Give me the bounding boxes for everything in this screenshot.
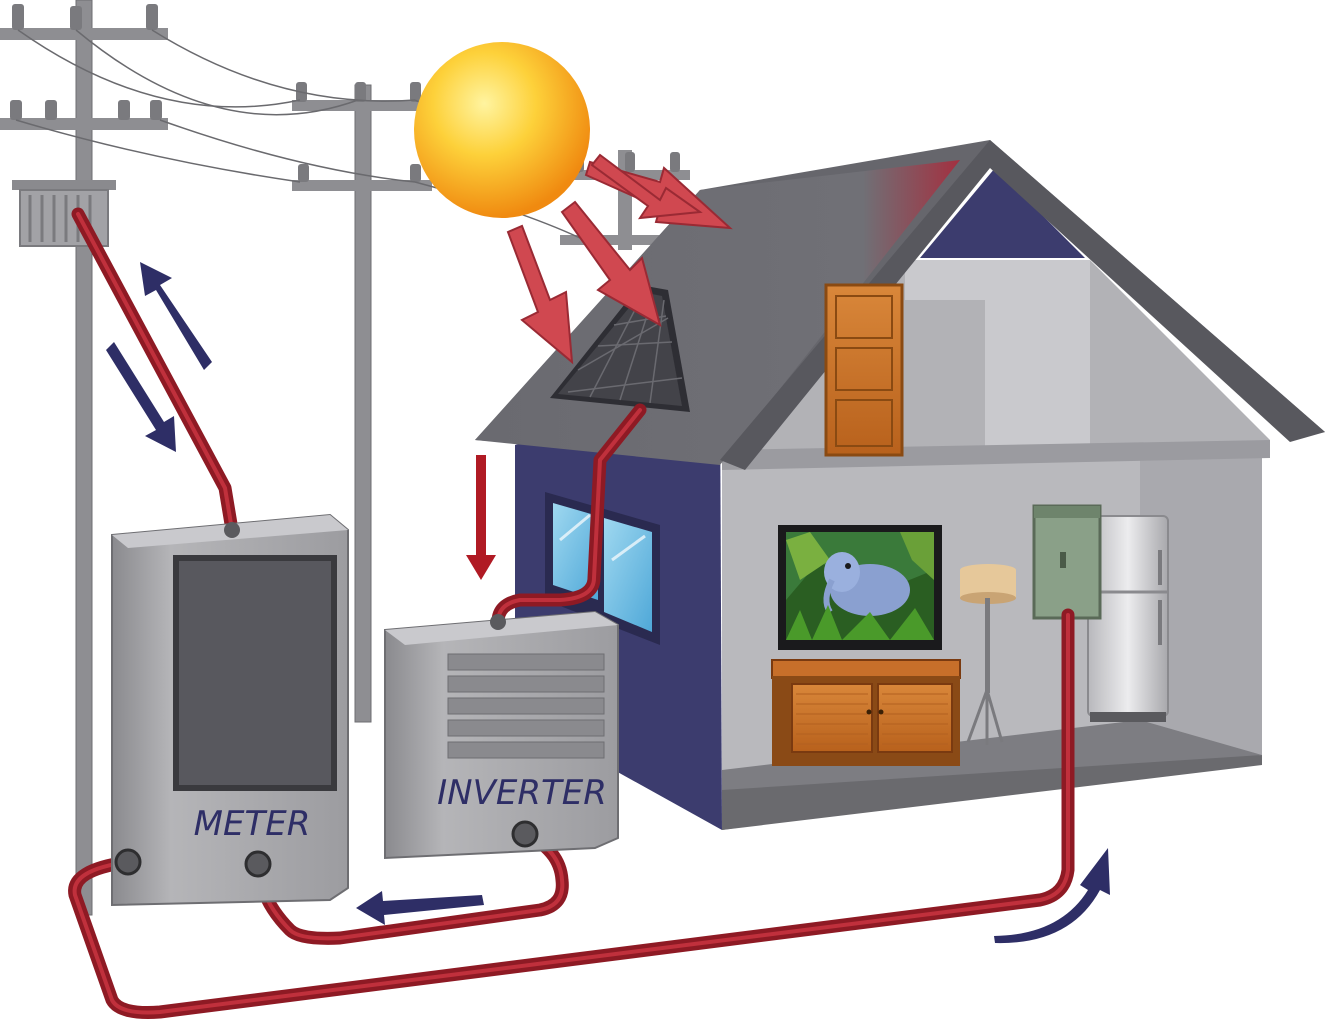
cables bbox=[68, 207, 1075, 1019]
sun-icon bbox=[414, 42, 590, 218]
utility-pole-middle bbox=[292, 82, 432, 723]
fridge-icon bbox=[1087, 515, 1169, 722]
tv-cabinet bbox=[771, 659, 961, 766]
sun-rays bbox=[506, 153, 733, 365]
inverter-label: INVERTER bbox=[437, 773, 607, 813]
meter-label: METER bbox=[194, 804, 311, 844]
inverter-icon bbox=[384, 610, 619, 860]
breaker-box-icon bbox=[1032, 504, 1102, 620]
tv-icon bbox=[778, 525, 942, 650]
window bbox=[545, 492, 660, 645]
down-arrow-red bbox=[466, 455, 496, 580]
transformer-icon bbox=[12, 180, 116, 247]
flow-arrows bbox=[106, 262, 1110, 944]
meter-icon bbox=[111, 513, 349, 907]
floor-lamp-icon bbox=[960, 564, 1016, 745]
